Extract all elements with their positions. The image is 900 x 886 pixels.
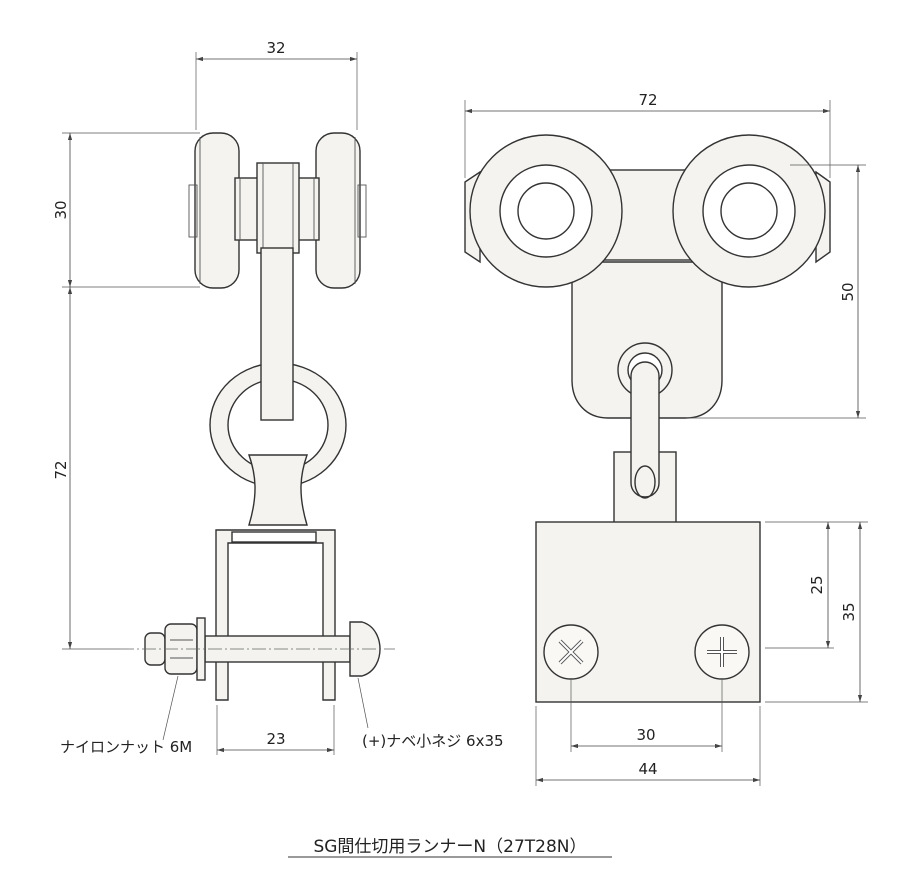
dim-left-width: 32	[266, 39, 285, 57]
screw-right	[694, 624, 750, 680]
dim-bracket-width: 23	[266, 730, 285, 748]
side-view	[62, 52, 395, 755]
dim-plate-upper: 25	[808, 575, 826, 594]
screw-left	[543, 624, 599, 680]
front-wheel-right	[672, 134, 826, 288]
u-bracket	[215, 529, 336, 701]
swivel-neck	[248, 454, 308, 526]
dim-right-width: 72	[638, 91, 657, 109]
stem	[260, 247, 294, 421]
dim-screw-spacing: 30	[636, 726, 655, 744]
front-wheel-left	[469, 134, 623, 288]
left-wheel	[188, 132, 240, 289]
axle-hub	[234, 162, 320, 254]
label-nylon-nut: ナイロンナット 6M	[60, 738, 192, 756]
link-rod	[630, 361, 660, 498]
dim-right-height: 50	[839, 282, 857, 301]
dim-plate-total: 35	[840, 602, 858, 621]
dim-plate-width: 44	[638, 760, 657, 778]
figure-caption: SG間仕切用ランナーN（27T28N）	[313, 837, 586, 857]
label-pan-screw: (+)ナベ小ネジ 6x35	[362, 732, 504, 750]
front-view	[464, 100, 868, 786]
dim-left-wheel-height: 30	[52, 200, 70, 219]
dim-left-drop: 72	[52, 460, 70, 479]
right-wheel	[315, 132, 367, 289]
